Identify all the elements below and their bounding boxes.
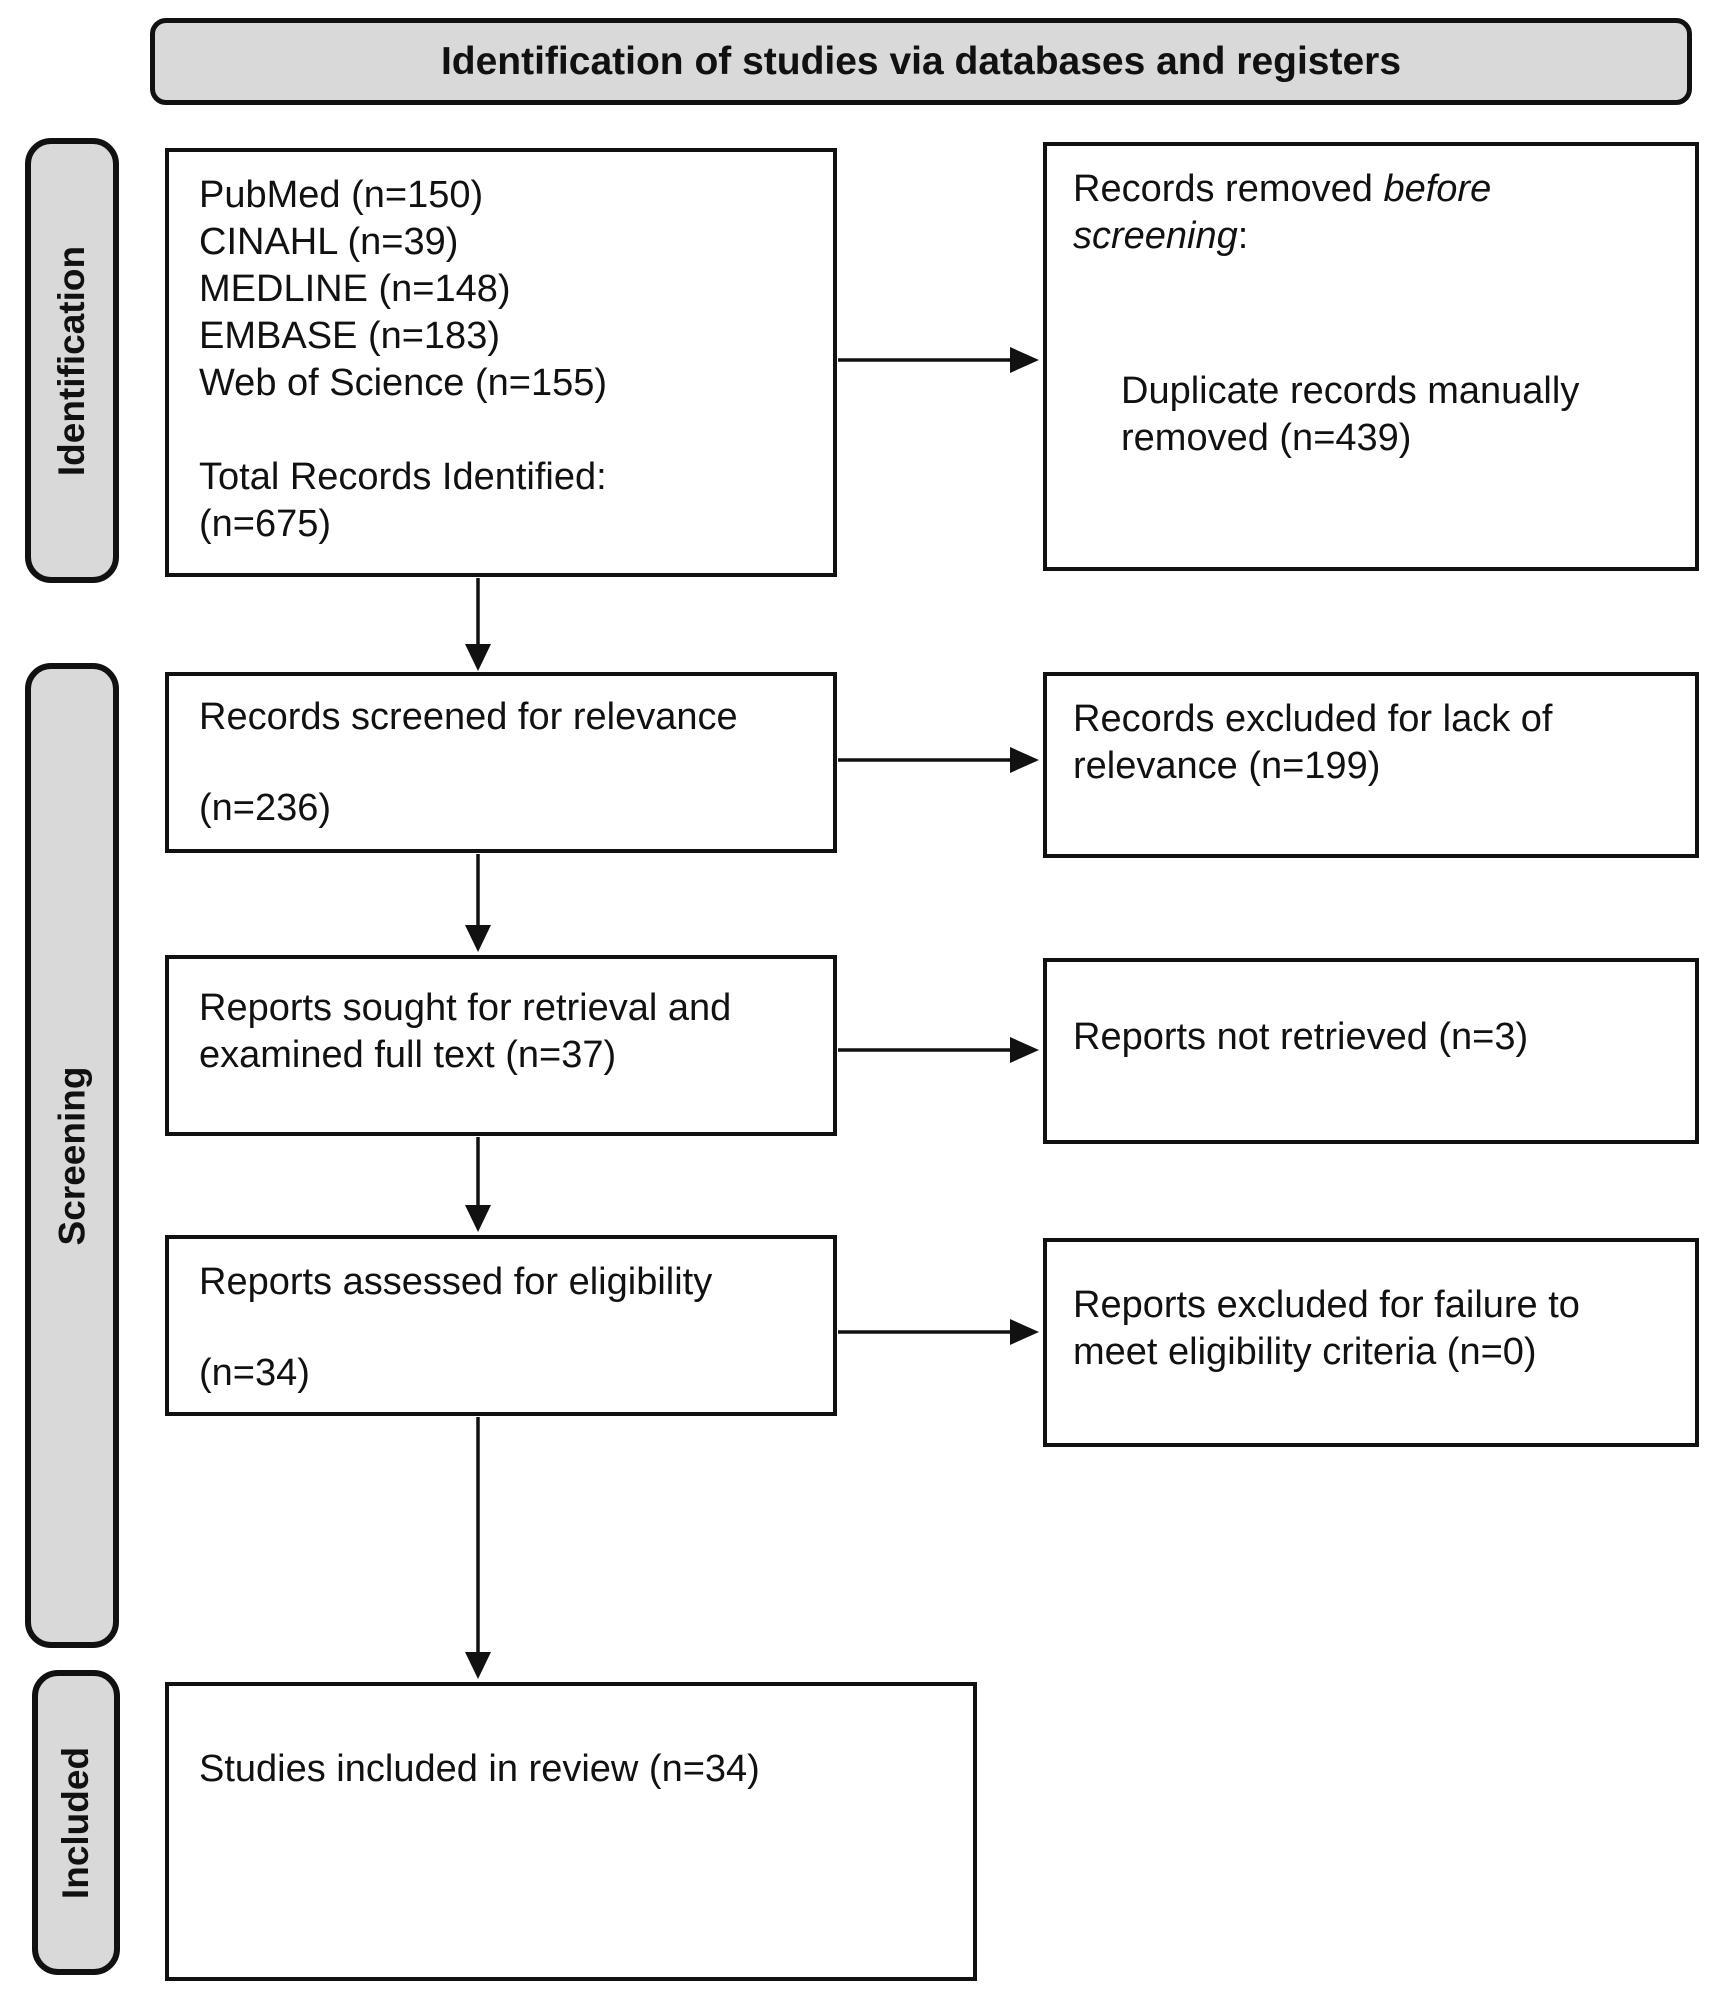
box-identification-sources: PubMed (n=150) CINAHL (n=39) MEDLINE (n=…	[165, 148, 837, 577]
source-line-embase: EMBASE (n=183)	[199, 315, 500, 358]
arrow-assessed-to-excluded-eligibility	[838, 1319, 1039, 1345]
total-records-count: (n=675)	[199, 502, 332, 545]
stage-label-identification: Identification	[25, 138, 119, 583]
arrow-sources-to-removed	[838, 347, 1039, 373]
studies-included-text: Studies included in review (n=34)	[199, 1748, 760, 1790]
box-records-screened: Records screened for relevance (n=236)	[165, 672, 837, 853]
box-records-excluded-relevance: Records excluded for lack of relevance (…	[1043, 672, 1699, 858]
records-screened-count: (n=236)	[199, 787, 332, 830]
source-line-pubmed: PubMed (n=150)	[199, 174, 484, 216]
reports-sought-text: Reports sought for retrieval and examine…	[199, 987, 732, 1077]
spacer	[199, 408, 815, 454]
stage-label-included: Included	[32, 1670, 120, 1975]
reports-assessed-text: Reports assessed for eligibility	[199, 1261, 713, 1303]
reports-assessed-count: (n=34)	[199, 1352, 310, 1395]
box-records-removed-before-screening: Records removed before screening: Duplic…	[1043, 142, 1699, 571]
source-line-medline: MEDLINE (n=148)	[199, 268, 511, 311]
stage-label-included-text: Included	[55, 1746, 96, 1899]
arrow-sources-to-screened	[465, 578, 491, 671]
box-reports-excluded-eligibility: Reports excluded for failure to meet eli…	[1043, 1238, 1699, 1447]
arrow-sought-to-not-retrieved	[838, 1037, 1039, 1063]
stage-label-screening: Screening	[25, 663, 119, 1648]
arrow-screened-to-sought	[465, 854, 491, 952]
stage-label-identification-text: Identification	[51, 245, 93, 476]
records-removed-suffix: :	[1237, 215, 1249, 258]
records-excluded-relevance-text: Records excluded for lack of relevance (…	[1073, 698, 1553, 788]
stage-label-screening-text: Screening	[51, 1066, 92, 1245]
box-studies-included: Studies included in review (n=34)	[165, 1682, 977, 1981]
box-reports-assessed: Reports assessed for eligibility (n=34)	[165, 1235, 837, 1416]
source-line-web-of-science: Web of Science (n=155)	[199, 362, 608, 405]
box-reports-not-retrieved: Reports not retrieved (n=3)	[1043, 958, 1699, 1144]
arrow-assessed-to-included	[465, 1417, 491, 1679]
arrow-screened-to-excluded-relevance	[838, 747, 1039, 773]
records-removed-heading: Records removed before screening:	[1073, 166, 1533, 260]
duplicate-records-detail: Duplicate records manually removed (n=43…	[1121, 370, 1580, 460]
box-reports-sought: Reports sought for retrieval and examine…	[165, 955, 837, 1136]
records-removed-prefix: Records removed	[1073, 168, 1384, 210]
diagram-title: Identification of studies via databases …	[440, 39, 1402, 83]
reports-excluded-eligibility-text: Reports excluded for failure to meet eli…	[1073, 1284, 1580, 1374]
diagram-title-banner: Identification of studies via databases …	[150, 18, 1692, 105]
records-removed-italic: before screening	[1073, 168, 1492, 258]
total-records-label: Total Records Identified:	[199, 455, 607, 498]
arrow-sought-to-assessed	[465, 1137, 491, 1232]
reports-not-retrieved-text: Reports not retrieved (n=3)	[1073, 1016, 1529, 1058]
records-screened-text: Records screened for relevance	[199, 696, 738, 738]
source-line-cinahl: CINAHL (n=39)	[199, 221, 459, 264]
